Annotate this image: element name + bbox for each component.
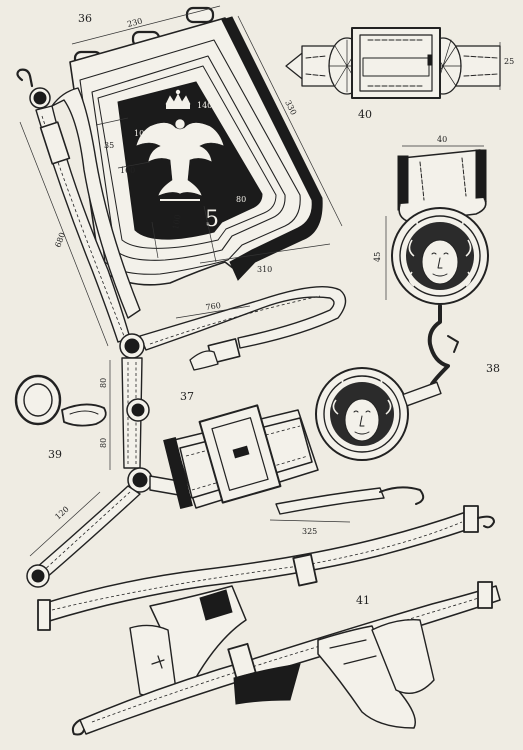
sabretache-figure: 5 230 330 310 10 140 35 100 80 100 36 bbox=[69, 5, 343, 286]
waist-belt-figure: 325 bbox=[163, 367, 442, 536]
buckle-figure-40: 25 40 bbox=[285, 27, 514, 121]
dim-length-left: 680 bbox=[53, 231, 67, 248]
figure-label-37: 37 bbox=[180, 390, 194, 403]
frog-belt-figure: 41 bbox=[37, 505, 501, 736]
dim-segment-80-b: 80 bbox=[99, 438, 108, 448]
dim-bottom-width: 310 bbox=[257, 265, 272, 274]
lion-head-boss-icon bbox=[132, 472, 148, 488]
figure-label-40: 40 bbox=[358, 108, 372, 121]
dim-medusa-height: 45 bbox=[373, 252, 382, 262]
imperial-crown-icon bbox=[165, 89, 191, 109]
dim-width-bottom: 760 bbox=[205, 301, 221, 312]
dim-buckle-width: 25 bbox=[504, 57, 514, 66]
lion-head-boss-icon bbox=[31, 569, 45, 583]
dim-side-height: 330 bbox=[283, 99, 298, 117]
dim-top-width: 230 bbox=[126, 17, 143, 29]
figure-label-41: 41 bbox=[356, 594, 370, 607]
eagle-emblem-icon bbox=[135, 118, 225, 201]
medusa-head-icon bbox=[406, 217, 474, 290]
dim-segment-80-a: 80 bbox=[99, 378, 108, 388]
dim-medusa-width: 40 bbox=[437, 135, 447, 144]
dim-segment-120: 120 bbox=[53, 505, 70, 522]
figure-label-39: 39 bbox=[48, 448, 62, 461]
dim-border-80: 80 bbox=[236, 195, 246, 204]
dim-belt-width: 325 bbox=[302, 527, 317, 536]
figure-label-38: 38 bbox=[486, 362, 500, 375]
lion-head-boss-icon bbox=[33, 91, 47, 105]
dim-border-100-bottom: 100 bbox=[171, 214, 183, 231]
dim-border-35: 35 bbox=[104, 141, 114, 150]
dim-border-140: 140 bbox=[197, 101, 212, 110]
figure-label-36: 36 bbox=[78, 12, 92, 25]
medusa-head-icon bbox=[330, 375, 394, 446]
ring-figure: 39 bbox=[14, 374, 107, 461]
medusa-buckle-figure: 45 40 38 bbox=[373, 135, 500, 386]
dim-border-100-left: 100 bbox=[120, 166, 135, 175]
lion-head-boss-icon bbox=[131, 403, 145, 417]
dim-border-10: 10 bbox=[134, 129, 144, 138]
lion-head-boss-icon bbox=[124, 338, 140, 354]
